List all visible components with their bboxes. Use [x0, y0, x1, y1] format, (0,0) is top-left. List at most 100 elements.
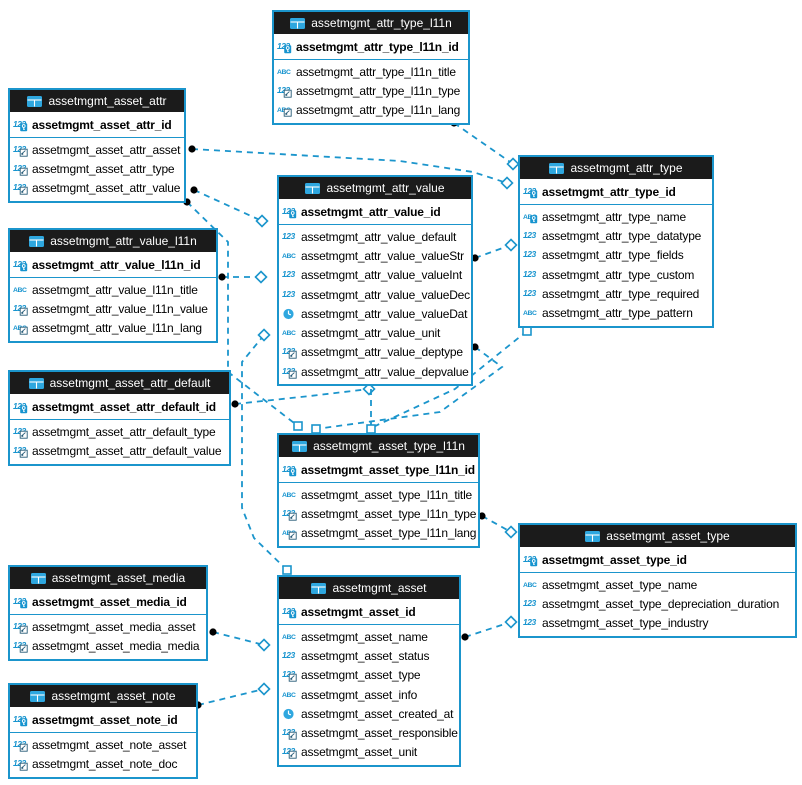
table-header[interactable]: assetmgmt_asset	[279, 577, 459, 599]
table-header[interactable]: assetmgmt_asset_attr_default	[10, 372, 229, 394]
column-row[interactable]: 123 assetmgmt_asset_attr_default_value	[10, 441, 229, 460]
column-row-primary-key[interactable]: 123 assetmgmt_attr_value_l11n_id	[10, 252, 216, 278]
table-header[interactable]: assetmgmt_asset_attr	[10, 90, 184, 112]
column-name: assetmgmt_asset_id	[301, 604, 416, 619]
column-row-primary-key[interactable]: 123 assetmgmt_asset_id	[279, 599, 459, 625]
column-row-primary-key[interactable]: 123 assetmgmt_attr_value_id	[279, 199, 471, 225]
column-row[interactable]: 123 assetmgmt_asset_attr_value	[10, 179, 184, 198]
column-row-primary-key[interactable]: 123 assetmgmt_attr_type_id	[520, 179, 712, 205]
column-row[interactable]: 123 assetmgmt_asset_media_asset	[10, 617, 206, 636]
column-row[interactable]: 123 assetmgmt_asset_note_doc	[10, 754, 196, 773]
column-row[interactable]: 123 assetmgmt_asset_type_l11n_type	[279, 504, 478, 523]
int-icon: 123	[523, 248, 538, 262]
str-ref-icon: ABC	[277, 103, 292, 117]
table-header[interactable]: assetmgmt_attr_value_l11n	[10, 230, 216, 252]
column-name: assetmgmt_asset_type_industry	[542, 616, 709, 631]
table-header[interactable]: assetmgmt_attr_type	[520, 157, 712, 179]
table-assetmgmt_attr_value[interactable]: assetmgmt_attr_value 123 assetmgmt_attr_v…	[277, 175, 473, 387]
relationship-endpoint-diamond	[504, 525, 518, 539]
relationship-endpoint-dot	[471, 343, 479, 351]
column-row[interactable]: 123 assetmgmt_asset_unit	[279, 743, 459, 762]
table-header[interactable]: assetmgmt_attr_type_l11n	[274, 12, 468, 34]
table-icon	[30, 572, 46, 584]
column-row[interactable]: 123 assetmgmt_asset_attr_default_type	[10, 422, 229, 441]
column-row-primary-key[interactable]: 123 assetmgmt_asset_type_id	[520, 547, 795, 573]
column-row[interactable]: ABC assetmgmt_attr_type_name	[520, 207, 712, 226]
relationship-attr_value_l11n-to-attr_value	[218, 270, 268, 284]
table-title: assetmgmt_attr_type	[570, 161, 683, 175]
column-row[interactable]: assetmgmt_attr_value_valueDat	[279, 304, 471, 323]
table-header[interactable]: assetmgmt_asset_type	[520, 525, 795, 547]
column-name: assetmgmt_asset_media_media	[32, 638, 200, 653]
column-row-primary-key[interactable]: 123 assetmgmt_attr_type_l11n_id	[274, 34, 468, 60]
column-row[interactable]: 123 assetmgmt_asset_type	[279, 666, 459, 685]
table-assetmgmt_asset_media[interactable]: assetmgmt_asset_media 123 assetmgmt_asset…	[8, 565, 208, 661]
column-row[interactable]: assetmgmt_asset_created_at	[279, 704, 459, 723]
int-key-icon: 123	[282, 205, 297, 219]
column-row[interactable]: 123 assetmgmt_asset_responsible	[279, 723, 459, 742]
column-row[interactable]: ABC assetmgmt_asset_type_l11n_lang	[279, 524, 478, 543]
column-row[interactable]: 123 assetmgmt_asset_media_media	[10, 636, 206, 655]
table-assetmgmt_attr_type[interactable]: assetmgmt_attr_type 123 assetmgmt_attr_ty…	[518, 155, 714, 328]
table-title: assetmgmt_asset_media	[51, 571, 186, 585]
int-key-icon: 123	[523, 185, 538, 199]
column-row[interactable]: 123 assetmgmt_attr_type_l11n_type	[274, 81, 468, 100]
column-row-primary-key[interactable]: 123 assetmgmt_asset_attr_default_id	[10, 394, 229, 420]
column-row[interactable]: 123 assetmgmt_attr_value_l11n_value	[10, 299, 216, 318]
column-row[interactable]: 123 assetmgmt_asset_attr_type	[10, 159, 184, 178]
column-row[interactable]: ABC assetmgmt_attr_value_l11n_lang	[10, 319, 216, 338]
table-header[interactable]: assetmgmt_asset_media	[10, 567, 206, 589]
column-row[interactable]: 123 assetmgmt_asset_note_asset	[10, 735, 196, 754]
date-icon	[282, 707, 297, 721]
column-row[interactable]: ABC assetmgmt_attr_type_l11n_lang	[274, 101, 468, 120]
svg-text:123: 123	[523, 230, 536, 240]
table-title: assetmgmt_attr_value	[326, 181, 445, 195]
table-header[interactable]: assetmgmt_asset_type_l11n	[279, 435, 478, 457]
relationship-endpoint-square	[311, 424, 321, 434]
int-ref-icon: 123	[13, 162, 28, 176]
column-row[interactable]: 123 assetmgmt_attr_value_deptype	[279, 343, 471, 362]
column-row-primary-key[interactable]: 123 assetmgmt_asset_type_l11n_id	[279, 457, 478, 483]
table-title: assetmgmt_asset	[332, 581, 427, 595]
column-name: assetmgmt_attr_type_l11n_type	[296, 83, 461, 98]
column-row[interactable]: 123 assetmgmt_asset_attr_asset	[10, 140, 184, 159]
column-row[interactable]: 123 assetmgmt_attr_value_depvalue	[279, 362, 471, 381]
column-name: assetmgmt_asset_attr_default_value	[32, 443, 222, 458]
column-row-primary-key[interactable]: 123 assetmgmt_asset_note_id	[10, 707, 196, 733]
table-header[interactable]: assetmgmt_asset_note	[10, 685, 196, 707]
str-icon: ABC	[282, 630, 297, 644]
column-name: assetmgmt_attr_type_custom	[542, 267, 695, 282]
column-row-primary-key[interactable]: 123 assetmgmt_asset_media_id	[10, 589, 206, 615]
column-row-primary-key[interactable]: 123 assetmgmt_asset_attr_id	[10, 112, 184, 138]
table-header[interactable]: assetmgmt_attr_value	[279, 177, 471, 199]
